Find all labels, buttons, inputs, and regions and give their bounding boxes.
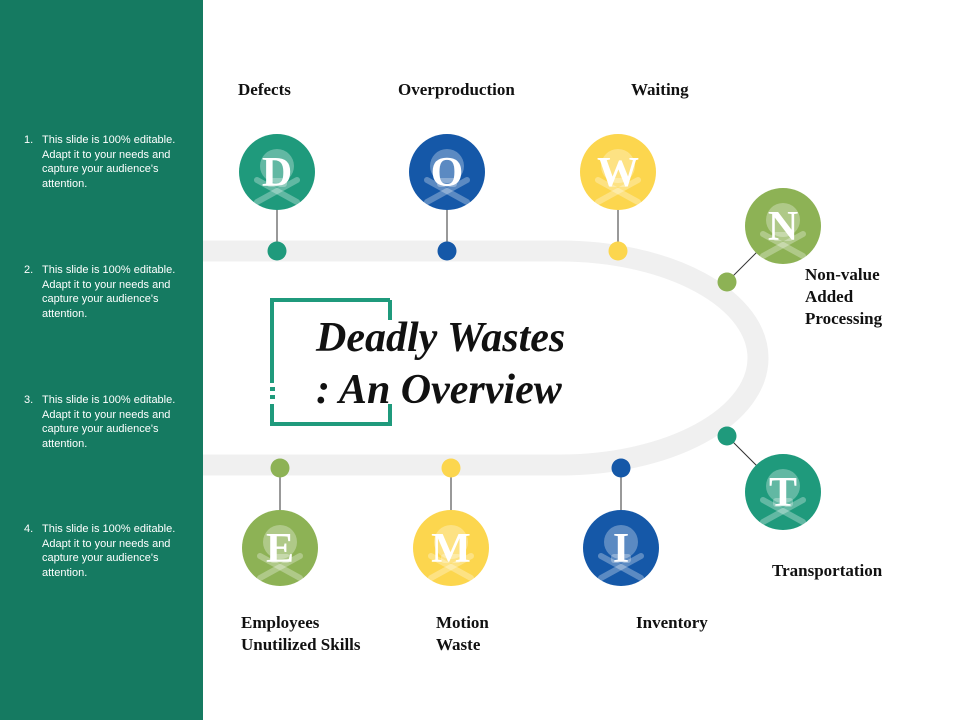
label-line: Non-value — [805, 265, 880, 284]
note-text: This slide is 100% editable. Adapt it to… — [42, 394, 176, 450]
page-title: Deadly Wastes : An Overview — [316, 312, 696, 416]
track-dot — [608, 241, 628, 261]
waste-letter: M — [431, 526, 471, 572]
note-text: This slide is 100% editable. Adapt it to… — [42, 134, 176, 190]
track-dot — [267, 241, 287, 261]
label-employees-unutilized-skills: Employees Unutilized Skills — [241, 612, 361, 656]
track-dot — [717, 426, 737, 446]
waste-node-d: D — [239, 134, 315, 261]
skull-crossbones-icon — [760, 469, 806, 525]
skull-crossbones-icon — [760, 203, 806, 259]
label-inventory: Inventory — [636, 612, 708, 634]
waste-letter: T — [769, 470, 797, 516]
skull-crossbones-icon — [595, 149, 641, 205]
waste-letter: O — [431, 150, 464, 196]
waste-node-t: T — [717, 426, 821, 530]
waste-circle — [745, 454, 821, 530]
label-line: Defects — [238, 80, 291, 99]
label-line: Added — [805, 287, 854, 306]
label-line: Waiting — [631, 80, 689, 99]
waste-node-i: I — [583, 458, 659, 586]
waste-nodes: D O W N T I M E — [239, 134, 821, 586]
track-dot — [717, 272, 737, 292]
waste-node-o: O — [409, 134, 485, 261]
note-number: 4. — [24, 523, 34, 535]
waste-circle — [413, 510, 489, 586]
skull-crossbones-icon — [428, 525, 474, 581]
track-dot — [270, 458, 290, 478]
waste-circle — [409, 134, 485, 210]
label-line: Transportation — [772, 561, 883, 580]
label-defects: Defects — [238, 79, 291, 101]
label-non-value-added-processing: Non-value Added Processing — [805, 264, 882, 330]
label-transportation: Transportation — [772, 560, 882, 582]
track-dot — [437, 241, 457, 261]
label-line: Inventory — [636, 613, 708, 632]
waste-circle — [745, 188, 821, 264]
label-motion-waste: Motion Waste — [436, 612, 489, 656]
note-number: 1. — [24, 134, 34, 146]
label-line: Processing — [805, 309, 883, 328]
label-waiting: Waiting — [631, 79, 689, 101]
waste-node-w: W — [580, 134, 656, 261]
waste-node-n: N — [717, 188, 821, 292]
label-line: Overproduction — [398, 80, 515, 99]
waste-circle — [242, 510, 318, 586]
title-frame — [270, 298, 392, 426]
track-dot — [441, 458, 461, 478]
label-line: Motion — [436, 613, 489, 632]
label-line: Waste — [436, 635, 481, 654]
skull-crossbones-icon — [598, 525, 644, 581]
sidebar-note-2: 2. This slide is 100% editable. Adapt it… — [24, 263, 184, 321]
note-number: 3. — [24, 394, 34, 406]
sidebar: 1. This slide is 100% editable. Adapt it… — [0, 0, 203, 720]
waste-circle — [580, 134, 656, 210]
label-line: Employees — [241, 613, 320, 632]
waste-letter: E — [266, 526, 294, 572]
sidebar-note-1: 1. This slide is 100% editable. Adapt it… — [24, 133, 184, 191]
skull-crossbones-icon — [424, 149, 470, 205]
title-line-1: Deadly Wastes — [316, 315, 566, 361]
note-number: 2. — [24, 264, 34, 276]
waste-node-e: E — [242, 458, 318, 586]
waste-letter: I — [613, 526, 629, 572]
waste-letter: W — [597, 150, 639, 196]
waste-circle — [239, 134, 315, 210]
waste-node-m: M — [413, 458, 489, 586]
skull-crossbones-icon — [254, 149, 300, 205]
sidebar-note-4: 4. This slide is 100% editable. Adapt it… — [24, 522, 184, 580]
waste-letter: D — [262, 150, 292, 196]
label-overproduction: Overproduction — [398, 79, 515, 101]
waste-letter: N — [768, 204, 798, 250]
waste-circle — [583, 510, 659, 586]
title-line-2: : An Overview — [316, 367, 562, 413]
note-text: This slide is 100% editable. Adapt it to… — [42, 523, 176, 579]
track-dot — [611, 458, 631, 478]
note-text: This slide is 100% editable. Adapt it to… — [42, 264, 176, 320]
process-track — [203, 240, 769, 476]
label-line: Unutilized Skills — [241, 635, 361, 654]
sidebar-note-3: 3. This slide is 100% editable. Adapt it… — [24, 393, 184, 451]
skull-crossbones-icon — [257, 525, 303, 581]
